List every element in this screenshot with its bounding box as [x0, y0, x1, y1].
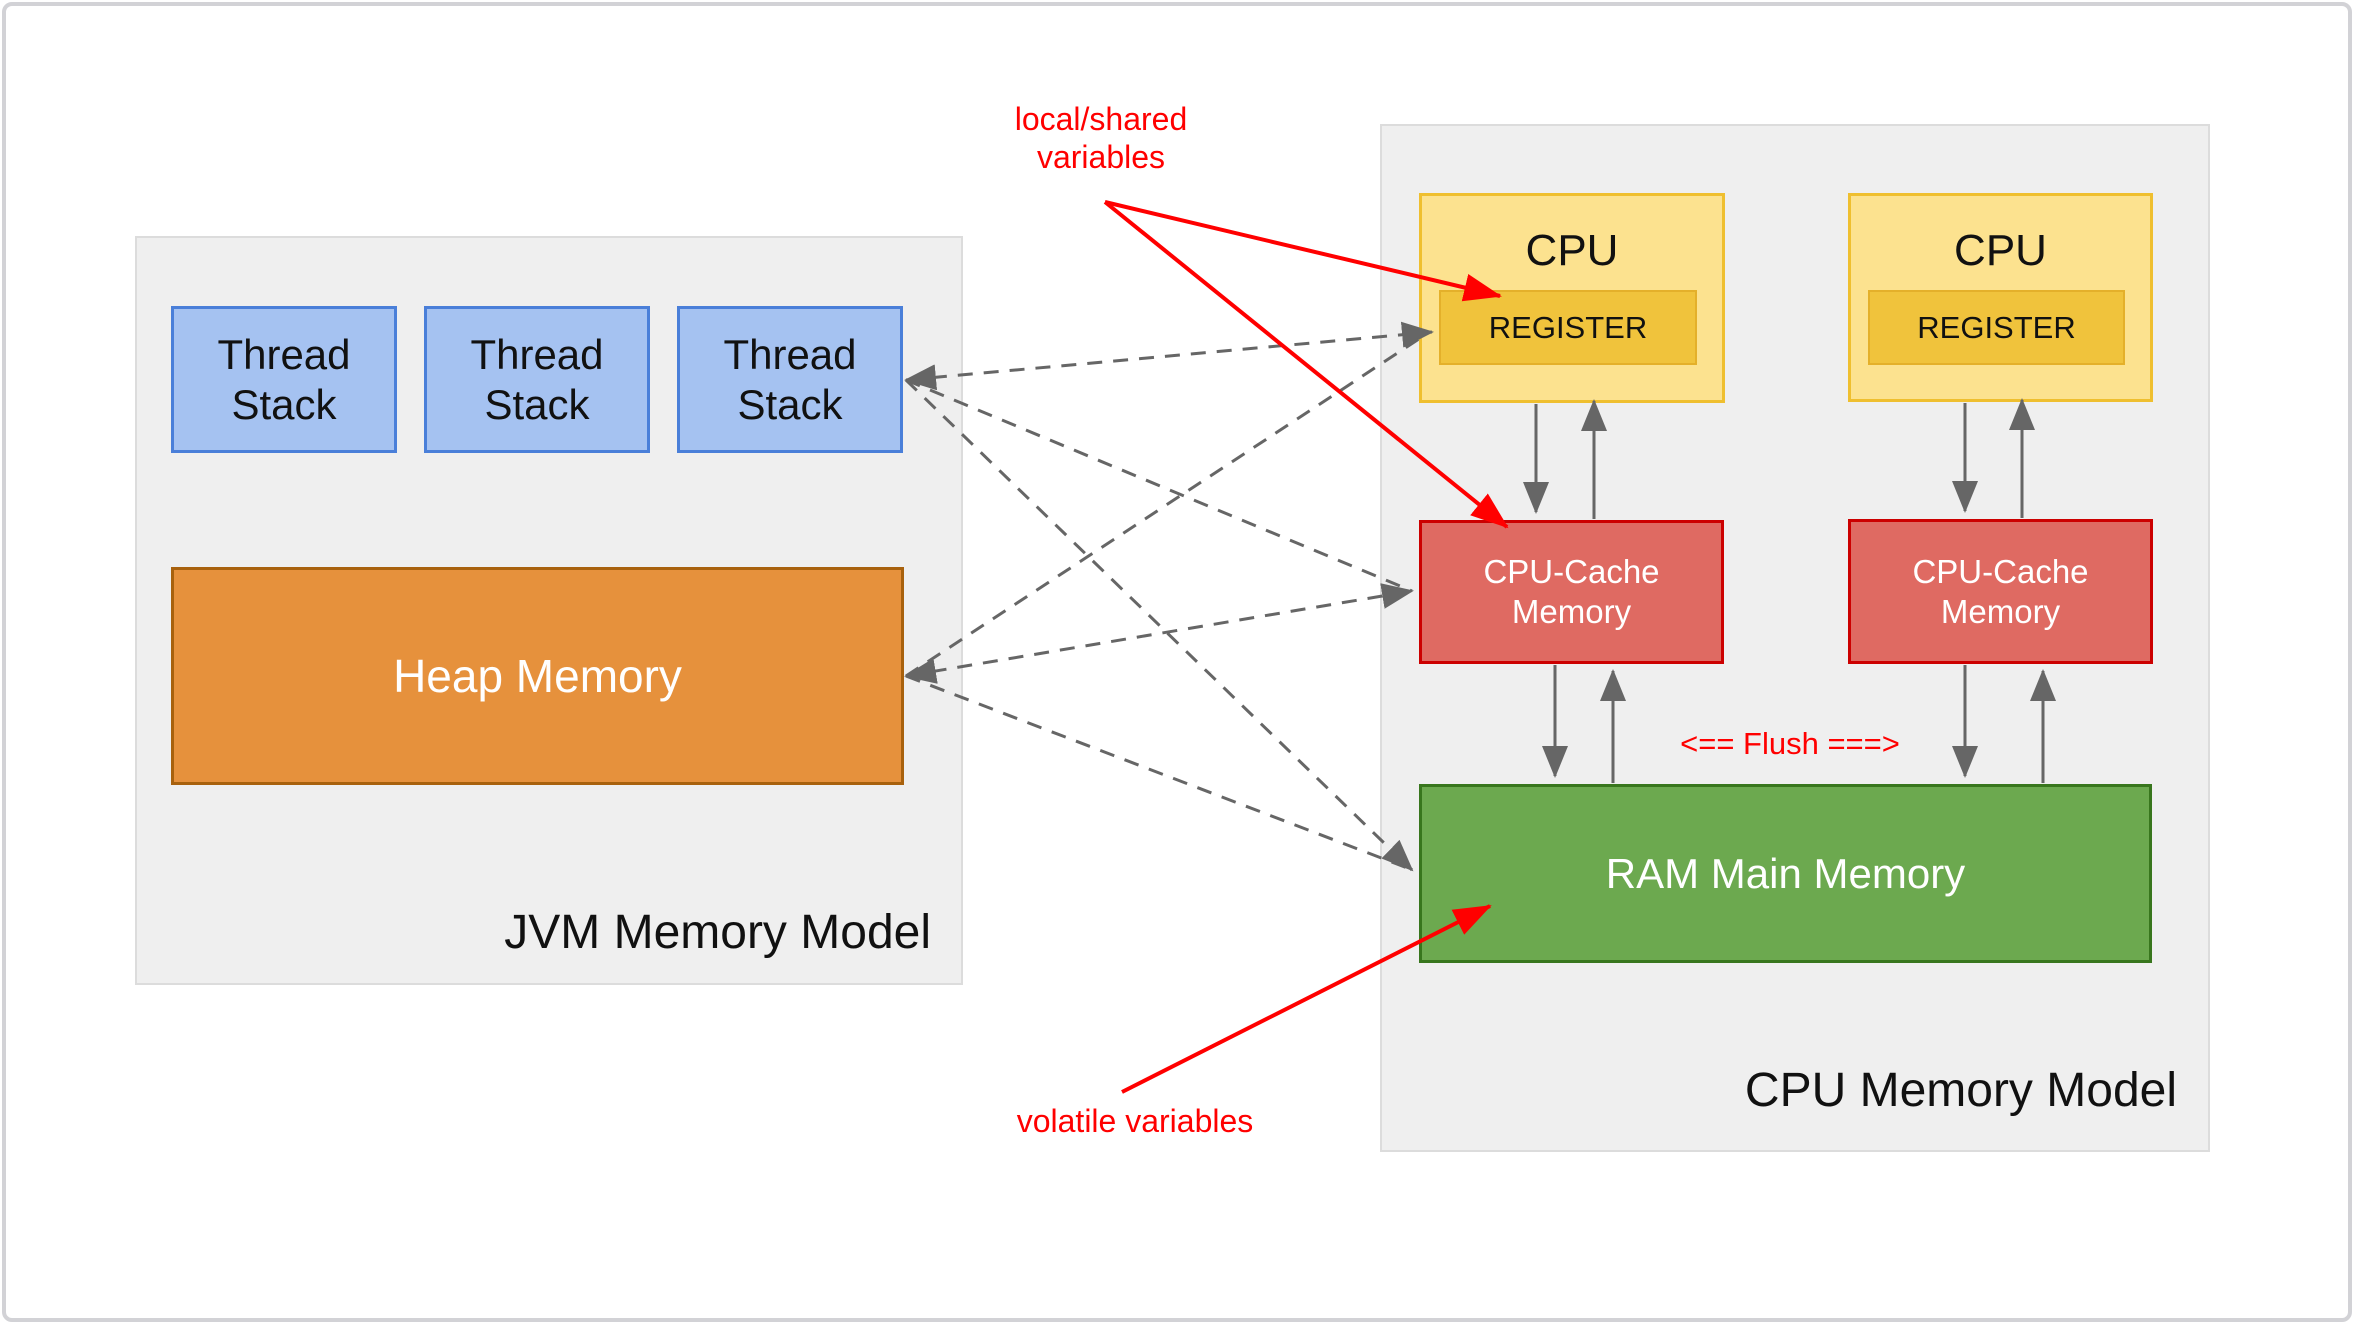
cpu-cache-label: CPU-Cache Memory	[1912, 552, 2089, 630]
cpu-title: CPU	[1954, 226, 2047, 275]
heap-memory-label: Heap Memory	[393, 650, 682, 702]
thread-stack-label: Thread Stack	[470, 330, 604, 428]
thread-stack-box-3: Thread Stack	[677, 306, 903, 453]
cpu-cache-box-2: CPU-Cache Memory	[1848, 519, 2153, 664]
connector-heap-ram	[905, 674, 1411, 871]
cpu-cache-label: CPU-Cache Memory	[1483, 553, 1660, 630]
register-box-1: REGISTER	[1439, 290, 1697, 365]
jvm-model-label: JVM Memory Model	[504, 906, 931, 959]
thread-stack-label: Thread Stack	[217, 330, 351, 428]
connector-heap-register	[905, 331, 1429, 678]
thread-stack-label: Thread Stack	[723, 330, 857, 428]
connector-heap-cache	[904, 583, 1414, 684]
heap-memory-box: Heap Memory	[171, 567, 904, 785]
thread-stack-box-1: Thread Stack	[171, 306, 397, 453]
connector-stack-register	[904, 321, 1434, 391]
cpu-title: CPU	[1525, 226, 1619, 275]
connector-stack-cache	[905, 378, 1413, 593]
cpu-cache-box-1: CPU-Cache Memory	[1419, 520, 1724, 664]
register-label: REGISTER	[1488, 309, 1648, 345]
local-shared-variables-annotation: local/shared variables	[1014, 101, 1188, 175]
cpu-model-label: CPU Memory Model	[1744, 1064, 2177, 1117]
connector-stack-ram	[904, 378, 1414, 872]
dashed-connectors	[904, 321, 1434, 872]
register-label: REGISTER	[1917, 309, 2076, 345]
thread-stack-box-2: Thread Stack	[424, 306, 650, 453]
volatile-variables-annotation: volatile variables	[1016, 1103, 1254, 1139]
ram-main-memory-box: RAM Main Memory	[1419, 784, 2152, 963]
ram-label: RAM Main Memory	[1605, 849, 1966, 897]
flush-annotation: <== Flush ===>	[1680, 726, 1900, 761]
register-box-2: REGISTER	[1868, 290, 2125, 365]
